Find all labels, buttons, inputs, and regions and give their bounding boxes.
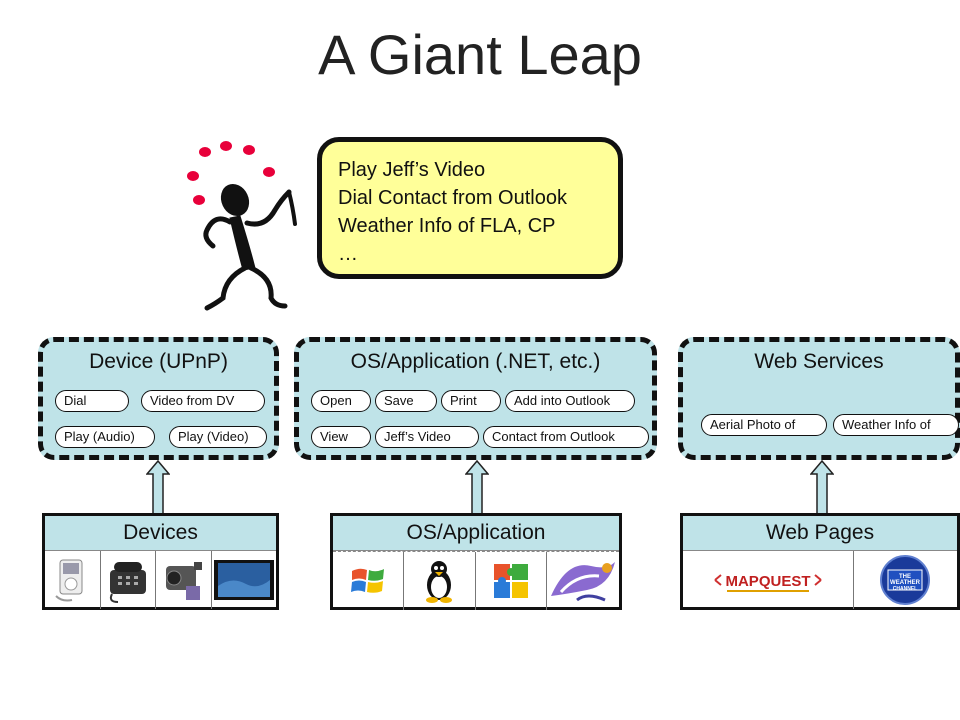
panel-title: OS/Application (.NET, etc.) bbox=[350, 350, 601, 373]
ipod-icon bbox=[45, 551, 101, 609]
source-title: Web Pages bbox=[683, 516, 957, 551]
task-line: Play Jeff’s Video bbox=[338, 159, 486, 181]
svg-text:MAPQUEST: MAPQUEST bbox=[725, 573, 810, 590]
os-application-panel: OS/Application (.NET, etc.) Open Save Pr… bbox=[294, 337, 657, 460]
action-pill[interactable]: View bbox=[311, 426, 371, 448]
web-services-panel: Web Services Aerial Photo of Weather Inf… bbox=[678, 337, 960, 460]
os-application-box: OS/Application bbox=[330, 513, 622, 610]
camcorder-icon bbox=[156, 551, 213, 609]
task-line: Weather Info of FLA, CP bbox=[338, 215, 556, 237]
action-pill[interactable]: Contact from Outlook bbox=[483, 426, 649, 448]
action-pill[interactable]: Save bbox=[375, 390, 437, 412]
juggler-figure-icon bbox=[187, 141, 297, 311]
action-pill[interactable]: Jeff’s Video bbox=[375, 426, 479, 448]
device-upnp-panel: Device (UPnP) Dial Video from DV Play (A… bbox=[38, 337, 279, 460]
juggling-ball bbox=[193, 195, 205, 205]
up-arrow-icon bbox=[465, 460, 489, 518]
task-line: … bbox=[338, 243, 358, 265]
action-pill[interactable]: Play (Video) bbox=[169, 426, 267, 448]
action-pill[interactable]: Print bbox=[441, 390, 501, 412]
page-title: A Giant Leap bbox=[318, 23, 642, 86]
svg-text:THE: THE bbox=[899, 574, 911, 580]
juggling-ball bbox=[243, 145, 255, 155]
action-pill[interactable]: Video from DV bbox=[141, 390, 265, 412]
windows-icon bbox=[333, 552, 405, 610]
linux-penguin-icon bbox=[404, 552, 476, 610]
panel-title: Device (UPnP) bbox=[89, 350, 228, 373]
action-pill[interactable]: Add into Outlook bbox=[505, 390, 635, 412]
office-puzzle-icon bbox=[476, 552, 547, 610]
juggling-ball bbox=[263, 167, 275, 177]
juggling-ball bbox=[199, 147, 211, 157]
juggling-ball bbox=[220, 141, 232, 151]
action-pill[interactable]: Open bbox=[311, 390, 371, 412]
task-line: Dial Contact from Outlook bbox=[338, 187, 567, 209]
up-arrow-icon bbox=[146, 460, 170, 518]
action-pill[interactable]: Weather Info of bbox=[833, 414, 959, 436]
tv-screen-icon bbox=[212, 551, 276, 609]
source-title: Devices bbox=[45, 516, 276, 551]
source-title: OS/Application bbox=[333, 516, 619, 551]
up-arrow-icon bbox=[810, 460, 834, 518]
action-pill[interactable]: Play (Audio) bbox=[55, 426, 155, 448]
action-pill[interactable]: Dial bbox=[55, 390, 129, 412]
action-pill[interactable]: Aerial Photo of bbox=[701, 414, 827, 436]
devices-box: Devices bbox=[42, 513, 279, 610]
panel-title: Web Services bbox=[754, 350, 884, 373]
mapquest-logo: MAPQUEST bbox=[683, 551, 854, 609]
app-splash-icon bbox=[547, 552, 619, 610]
phone-icon bbox=[101, 551, 157, 609]
svg-text:WEATHER: WEATHER bbox=[891, 580, 922, 586]
svg-text:CHANNEL: CHANNEL bbox=[893, 586, 917, 592]
task-list-box: Play Jeff’s Video Dial Contact from Outl… bbox=[317, 137, 623, 279]
juggling-ball bbox=[187, 171, 199, 181]
